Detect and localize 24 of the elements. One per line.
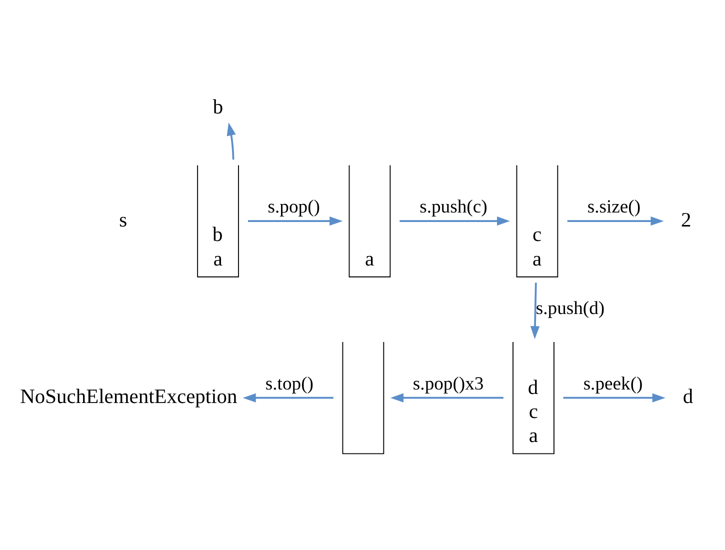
node-text: c a	[532, 224, 542, 270]
node-text: 2	[680, 208, 692, 231]
arrow	[242, 392, 334, 402]
arrow	[248, 216, 343, 226]
node-label: s	[119, 208, 128, 231]
node-text: d	[682, 386, 694, 408]
edge-label: s.push(d)	[536, 298, 605, 319]
arrow	[400, 216, 510, 226]
edge-label: s.pop()x3	[412, 372, 484, 394]
node-text: b a	[212, 224, 223, 270]
node-text: b	[212, 96, 224, 118]
arrow	[530, 282, 540, 339]
arrow	[567, 216, 664, 226]
node-text: NoSuchElementException	[20, 386, 238, 408]
arrow	[226, 122, 236, 160]
edge-label: s.push(c)	[420, 196, 488, 218]
arrow	[390, 392, 504, 402]
node-text: d c a	[528, 376, 538, 447]
node-text: a	[365, 248, 374, 270]
edge-label: s.peek()	[583, 372, 643, 394]
edge-label: s.top()	[265, 372, 314, 394]
edge-label: s.size()	[587, 196, 641, 218]
arrow	[563, 392, 666, 402]
edge-label: s.pop()	[268, 196, 320, 218]
